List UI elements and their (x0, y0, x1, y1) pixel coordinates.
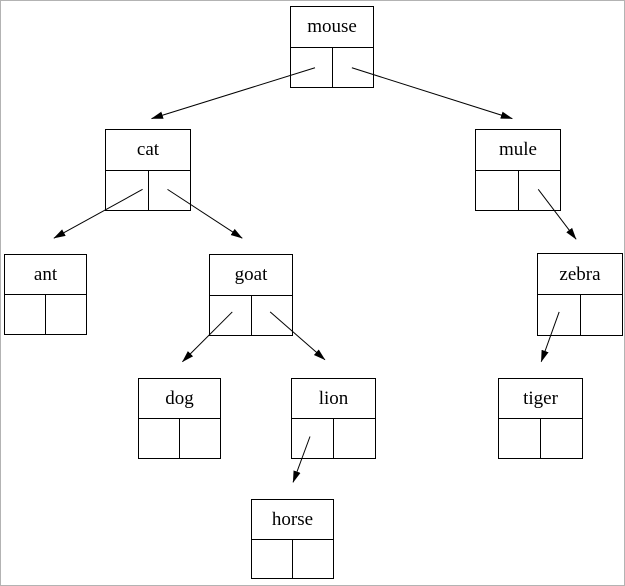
node-mouse-left-pointer-cell (291, 47, 333, 87)
node-horse-left-pointer-cell (252, 539, 293, 578)
node-dog-right-pointer-cell (180, 419, 220, 458)
node-cat-right-pointer-cell (149, 171, 191, 211)
node-label-cat: cat (106, 130, 190, 171)
tree-node-tiger: tiger (498, 378, 583, 459)
tree-node-mouse: mouse (290, 6, 374, 88)
node-pointer-cells-tiger (499, 419, 582, 458)
node-pointer-cells-horse (252, 539, 333, 579)
node-mule-right-pointer-cell (519, 171, 561, 211)
node-pointer-cells-zebra (538, 295, 622, 335)
node-tiger-right-pointer-cell (541, 419, 582, 458)
tree-node-zebra: zebra (537, 253, 623, 336)
tree-node-horse: horse (251, 499, 334, 579)
node-cat-left-pointer-cell (106, 170, 149, 210)
node-pointer-cells-cat (106, 170, 191, 211)
node-label-goat: goat (210, 255, 292, 296)
tree-node-mule: mule (475, 129, 561, 211)
node-lion-left-pointer-cell (292, 419, 334, 458)
tree-node-lion: lion (291, 378, 376, 459)
node-label-ant: ant (5, 255, 86, 295)
node-mouse-right-pointer-cell (333, 48, 374, 88)
node-horse-right-pointer-cell (293, 540, 333, 579)
node-label-mouse: mouse (291, 7, 373, 48)
node-ant-right-pointer-cell (46, 295, 86, 334)
tree-node-ant: ant (4, 254, 87, 335)
node-zebra-right-pointer-cell (581, 295, 623, 335)
node-dog-left-pointer-cell (139, 419, 180, 458)
node-label-tiger: tiger (499, 379, 582, 419)
tree-node-cat: cat (105, 129, 191, 211)
node-pointer-cells-mouse (291, 47, 374, 88)
tree-node-goat: goat (209, 254, 293, 336)
node-zebra-left-pointer-cell (538, 295, 581, 335)
node-label-mule: mule (476, 130, 560, 171)
node-pointer-cells-goat (210, 295, 293, 336)
node-label-horse: horse (252, 500, 333, 540)
node-mule-left-pointer-cell (476, 170, 519, 210)
node-pointer-cells-ant (5, 295, 86, 334)
node-pointer-cells-dog (139, 419, 220, 458)
edge-mouse-right-to-mule (351, 67, 513, 120)
node-pointer-cells-lion (292, 419, 375, 458)
node-label-zebra: zebra (538, 254, 622, 295)
node-lion-right-pointer-cell (334, 419, 375, 458)
node-goat-right-pointer-cell (252, 296, 293, 336)
node-ant-left-pointer-cell (5, 295, 46, 334)
tree-node-dog: dog (138, 378, 221, 459)
node-pointer-cells-mule (476, 170, 561, 211)
node-label-lion: lion (292, 379, 375, 419)
node-tiger-left-pointer-cell (499, 419, 541, 458)
node-goat-left-pointer-cell (210, 295, 252, 335)
node-label-dog: dog (139, 379, 220, 419)
